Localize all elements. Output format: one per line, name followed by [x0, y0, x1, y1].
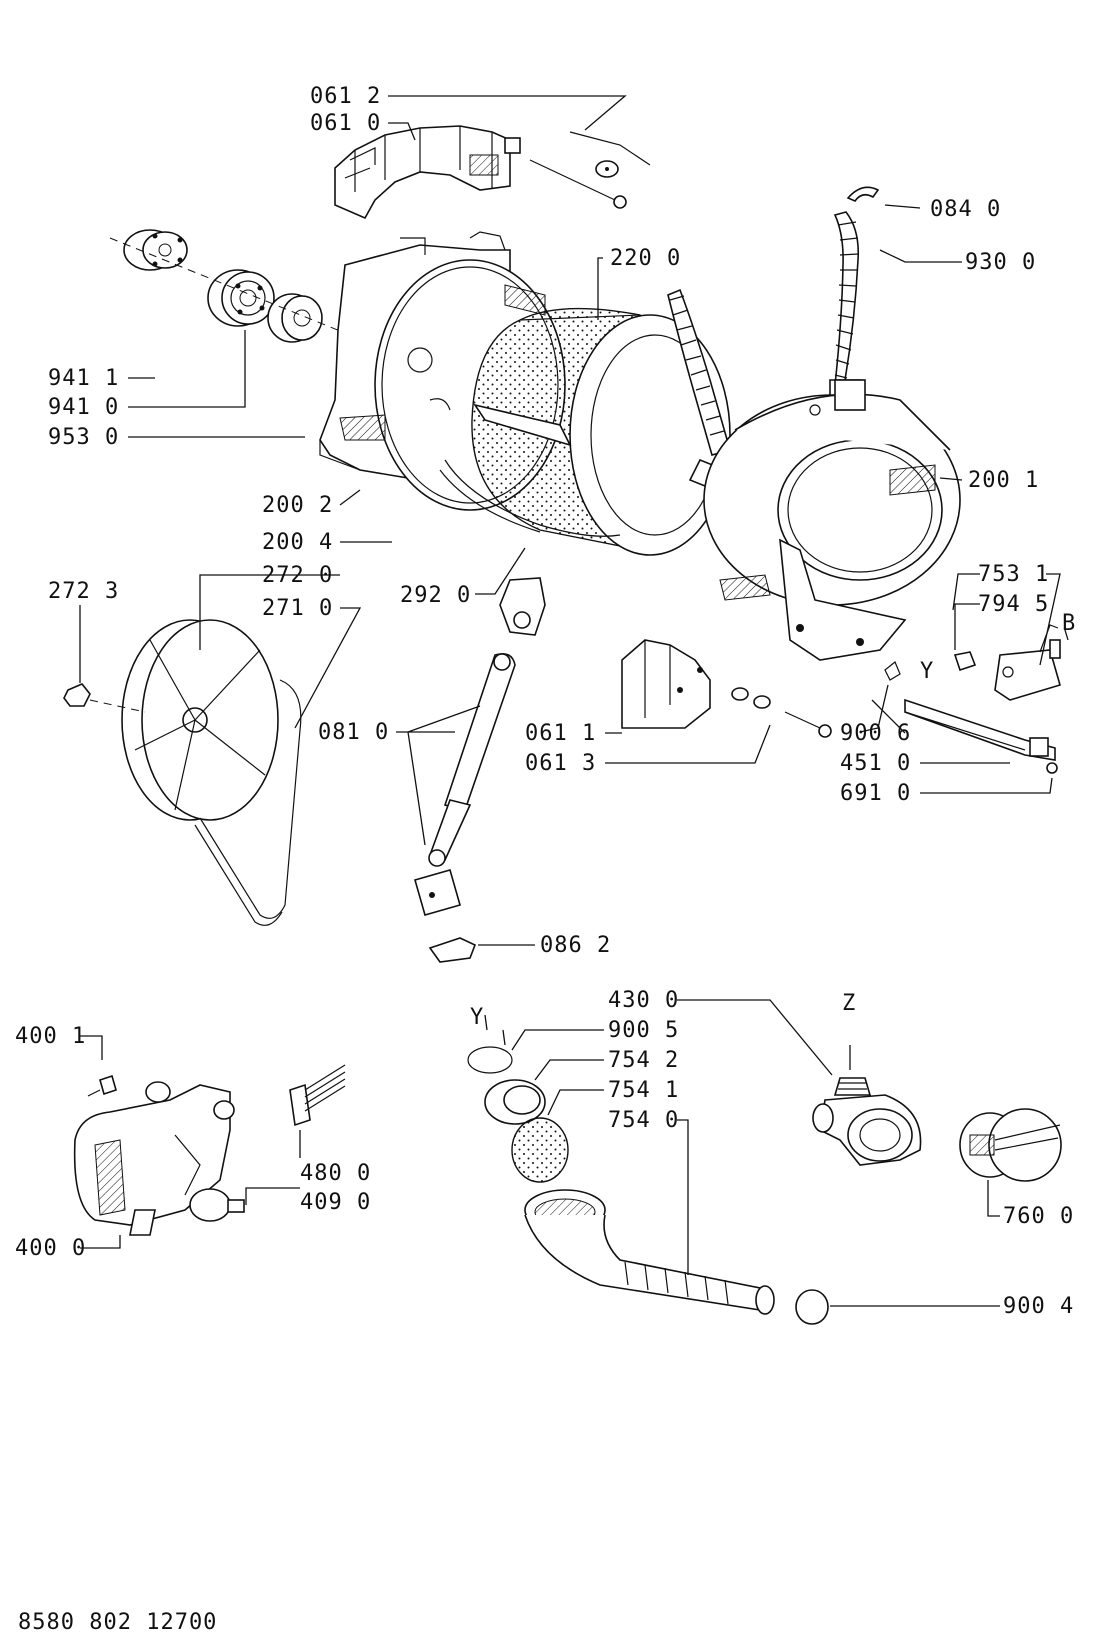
motor-capacitor-part: [227, 1199, 245, 1213]
motor-connector-part: [289, 1064, 346, 1127]
label-400-1: 400 1: [15, 1024, 86, 1049]
plug-part: [953, 651, 977, 672]
bearing-small-part: [123, 229, 188, 271]
leader-lines: [79, 95, 1069, 1307]
label-430-0: 430 0: [608, 988, 679, 1013]
label-061-2: 061 2: [310, 84, 381, 109]
label-081-0: 081 0: [318, 720, 389, 745]
label-753-1: 753 1: [978, 562, 1049, 587]
label-400-0: 400 0: [15, 1236, 86, 1261]
label-794-5: 794 5: [978, 592, 1049, 617]
drain-hose-part: [829, 211, 861, 406]
pulley-part: [121, 619, 279, 821]
label-200-1: 200 1: [968, 468, 1039, 493]
label-084-0: 084 0: [930, 197, 1001, 222]
label-754-2: 754 2: [608, 1048, 679, 1073]
damper-bracket-part: [428, 937, 477, 963]
heating-element-part: [904, 698, 1058, 774]
label-086-2: 086 2: [540, 933, 611, 958]
label-900-6: 900 6: [840, 721, 911, 746]
sump-hose-part: [524, 1189, 775, 1315]
label-754-1: 754 1: [608, 1078, 679, 1103]
drain-pump-part: [812, 1077, 922, 1166]
label-941-1: 941 1: [48, 366, 119, 391]
label-451-0: 451 0: [840, 751, 911, 776]
shock-absorber-part: [414, 577, 546, 916]
sump-ball-part: [511, 1117, 569, 1183]
shaft-seal-part: [267, 293, 323, 343]
drum-seal-ring-part: [439, 459, 621, 537]
label-691-0: 691 0: [840, 781, 911, 806]
label-930-0: 930 0: [965, 250, 1036, 275]
letter-b: B: [1062, 611, 1075, 636]
pulley-nut-part: [63, 683, 91, 707]
label-061-0: 061 0: [310, 111, 381, 136]
motor-part: [73, 1081, 235, 1236]
label-941-0: 941 0: [48, 395, 119, 420]
label-480-0: 480 0: [300, 1161, 371, 1186]
counterweight-bolt-front-part: [731, 687, 832, 738]
label-900-4: 900 4: [1003, 1294, 1074, 1319]
document-number: 8580 802 12700: [18, 1610, 218, 1635]
label-292-0: 292 0: [400, 583, 471, 608]
hose-clip-part: [846, 186, 880, 202]
pump-filter-part: [959, 1108, 1062, 1182]
letter-y-seal: Y: [470, 1005, 483, 1030]
label-061-1: 061 1: [525, 721, 596, 746]
pressure-switch-part: [994, 624, 1061, 701]
label-409-0: 409 0: [300, 1190, 371, 1215]
letter-y-tank: Y: [920, 659, 933, 684]
label-272-3: 272 3: [48, 579, 119, 604]
front-tank-half-part: [703, 379, 961, 661]
counterweight-outline: [569, 131, 651, 166]
counterweight-top-part: [334, 125, 511, 220]
sump-clamp-part: [467, 1046, 513, 1074]
label-900-5: 900 5: [608, 1018, 679, 1043]
label-754-0: 754 0: [608, 1108, 679, 1133]
label-061-3: 061 3: [525, 751, 596, 776]
drum-part: [471, 307, 731, 556]
label-760-0: 760 0: [1003, 1204, 1074, 1229]
letter-z: Z: [842, 991, 855, 1016]
bearing-large-part: [207, 269, 275, 327]
counterweight-front-part: [621, 639, 711, 729]
label-953-0: 953 0: [48, 425, 119, 450]
label-220-0: 220 0: [610, 246, 681, 271]
drive-belt-part: [194, 679, 302, 926]
sump-ring-part: [484, 1079, 546, 1125]
spring-clip-part: [884, 661, 901, 681]
label-200-2: 200 2: [262, 493, 333, 518]
label-271-0: 271 0: [262, 596, 333, 621]
label-200-4: 200 4: [262, 530, 333, 555]
counterweight-bolt-part: [504, 137, 627, 209]
hose-clamp-part: [795, 1289, 829, 1325]
motor-brush-part: [87, 1074, 117, 1097]
label-272-0: 272 0: [262, 563, 333, 588]
